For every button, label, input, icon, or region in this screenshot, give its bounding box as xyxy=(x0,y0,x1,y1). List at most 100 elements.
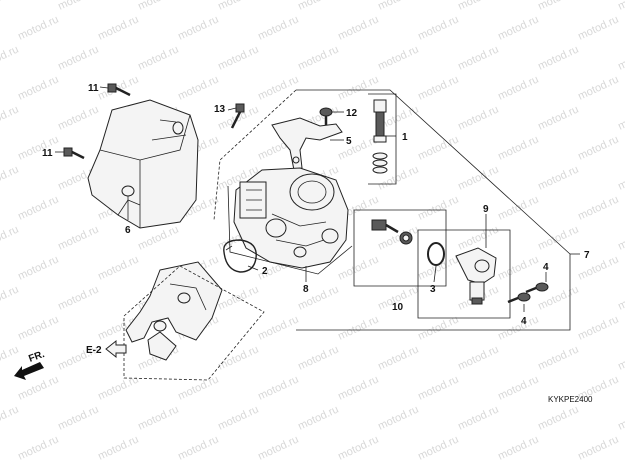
watermark-text: motod.ru xyxy=(456,403,500,432)
watermark-text: motod.ru xyxy=(376,0,420,13)
callout-labels: 11 11 6 13 12 5 1 2 8 9 3 10 4 4 7 xyxy=(42,83,590,327)
front-direction-arrow: FR. xyxy=(14,349,46,380)
watermark-text: motod.ru xyxy=(0,403,21,432)
watermark-text: motod.ru xyxy=(336,313,380,342)
watermark-text: motod.ru xyxy=(576,193,620,222)
o-ring-part-3 xyxy=(427,242,445,266)
watermark-text: motod.ru xyxy=(0,103,21,132)
watermark-text: motod.ru xyxy=(576,133,620,162)
watermark-text: motod.ru xyxy=(56,283,100,312)
watermark-text: motod.ru xyxy=(16,253,60,282)
watermark-text: motod.ru xyxy=(136,43,180,72)
direction-label: FR. xyxy=(27,349,46,365)
watermark-text: motod.ru xyxy=(376,403,420,432)
watermark-text: motod.ru xyxy=(336,253,380,282)
watermark-text: motod.ru xyxy=(536,0,580,13)
callout-9: 9 xyxy=(483,204,489,215)
watermark-text: motod.ru xyxy=(336,373,380,402)
watermark-text: motod.ru xyxy=(496,73,540,102)
watermark-text: motod.ru xyxy=(456,43,500,72)
watermark-text: motod.ru xyxy=(0,223,21,252)
bracket-part-5 xyxy=(271,117,343,171)
watermark-text: motod.ru xyxy=(496,193,540,222)
watermark-text: motod.ru xyxy=(576,73,620,102)
callout-4-upper: 4 xyxy=(543,262,549,273)
watermark-text: motod.ru xyxy=(56,103,100,132)
watermark-text: motod.ru xyxy=(176,373,220,402)
callout-4-lower: 4 xyxy=(521,316,527,327)
watermark-text: motod.ru xyxy=(0,0,21,13)
intake-manifold-ref xyxy=(125,261,223,361)
watermark-text: motod.ru xyxy=(136,0,180,13)
callout-1: 1 xyxy=(402,132,408,143)
watermark-text: motod.ru xyxy=(536,223,580,252)
watermark-text: motod.ru xyxy=(616,343,625,372)
watermark-text: motod.ru xyxy=(456,163,500,192)
watermark-text: motod.ru xyxy=(216,43,260,72)
callout-6: 6 xyxy=(125,225,131,236)
watermark-text: motod.ru xyxy=(616,103,625,132)
watermark-text: motod.ru xyxy=(296,0,340,13)
watermark-text: motod.ru xyxy=(56,223,100,252)
cover-part-6 xyxy=(87,99,199,229)
watermark-text: motod.ru xyxy=(256,13,300,42)
screw-4-lower xyxy=(507,292,531,304)
watermark-text: motod.ru xyxy=(16,313,60,342)
watermark-text: motod.ru xyxy=(96,253,140,282)
watermark-text: motod.ru xyxy=(256,373,300,402)
watermark-text: motod.ru xyxy=(376,43,420,72)
watermark-text: motod.ru xyxy=(0,163,21,192)
callout-11-upper: 11 xyxy=(88,83,99,94)
watermark-text: motod.ru xyxy=(576,433,620,462)
watermark-text: motod.ru xyxy=(56,403,100,432)
watermark-text: motod.ru xyxy=(456,0,500,13)
callout-3: 3 xyxy=(430,284,436,295)
watermark-text: motod.ru xyxy=(96,373,140,402)
watermark-text: motod.ru xyxy=(336,13,380,42)
watermark-text: motod.ru xyxy=(576,13,620,42)
callout-8: 8 xyxy=(303,284,309,295)
injector-part-1 xyxy=(372,99,388,174)
watermark-text: motod.ru xyxy=(336,73,380,102)
watermark-text: motod.ru xyxy=(456,343,500,372)
watermark-text: motod.ru xyxy=(256,73,300,102)
watermark-text: motod.ru xyxy=(256,433,300,462)
watermark-text: motod.ru xyxy=(0,283,21,312)
watermark-text: motod.ru xyxy=(536,43,580,72)
leader-lines xyxy=(55,86,580,312)
watermark-text: motod.ru xyxy=(616,43,625,72)
reference-arrow-e2: E-2 xyxy=(86,339,127,359)
watermark-text: motod.ru xyxy=(416,73,460,102)
callout-2: 2 xyxy=(262,266,268,277)
watermark-text: motod.ru xyxy=(496,433,540,462)
bolt-11-lower xyxy=(63,147,85,160)
watermark-text: motod.ru xyxy=(296,403,340,432)
throttle-body-part-8 xyxy=(233,167,349,269)
watermark-text: motod.ru xyxy=(16,433,60,462)
diagram-code: KYKPE2400 xyxy=(548,395,593,404)
callout-10: 10 xyxy=(392,302,404,313)
callout-7: 7 xyxy=(584,250,590,261)
callout-13: 13 xyxy=(214,104,226,115)
screw-4-upper xyxy=(525,282,549,294)
watermark-text: motod.ru xyxy=(256,313,300,342)
watermark-text: motod.ru xyxy=(536,163,580,192)
watermark-text: motod.ru xyxy=(56,43,100,72)
watermark-text: motod.ru xyxy=(496,133,540,162)
callout-11-lower: 11 xyxy=(42,148,53,159)
watermark-text: motod.ru xyxy=(576,253,620,282)
watermark-text: motod.ru xyxy=(416,193,460,222)
watermark-text: motod.ru xyxy=(576,313,620,342)
watermark-text: motod.ru xyxy=(416,433,460,462)
watermark-text: motod.ru xyxy=(16,73,60,102)
watermark-text: motod.ru xyxy=(96,13,140,42)
watermark-text: motod.ru xyxy=(416,13,460,42)
watermark-text: motod.ru xyxy=(496,13,540,42)
watermark-text: motod.ru xyxy=(536,403,580,432)
watermark-text: motod.ru xyxy=(216,0,260,13)
watermark-text: motod.ru xyxy=(216,403,260,432)
watermark-text: motod.ru xyxy=(416,253,460,282)
watermark-text: motod.ru xyxy=(336,433,380,462)
watermark-text: motod.ru xyxy=(96,433,140,462)
